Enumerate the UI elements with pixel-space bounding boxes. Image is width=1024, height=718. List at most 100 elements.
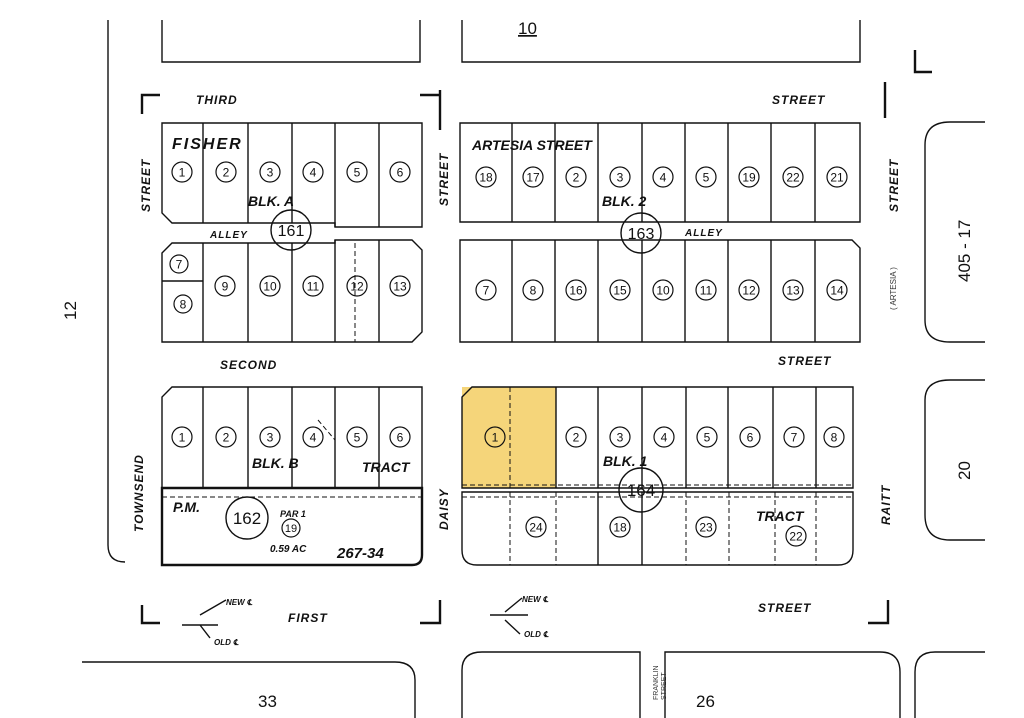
map-number-right-top: 405 - 17 [955,220,974,282]
svg-text:4: 4 [660,170,667,184]
svg-text:10: 10 [656,283,670,297]
lot-2-2[interactable]: 2 [565,166,587,188]
lot-1-5[interactable]: 5 [696,426,718,448]
lot-b-4[interactable]: 4 [302,426,324,448]
svg-text:9: 9 [222,279,229,293]
lot-2-3[interactable]: 3 [609,166,631,188]
svg-text:1: 1 [492,430,499,444]
lot-2-19[interactable]: 19 [738,166,760,188]
lot-b-1[interactable]: 1 [171,426,193,448]
lot-2-12[interactable]: 12 [738,279,760,301]
page-164[interactable]: 164 [618,467,664,513]
lot-2-16[interactable]: 16 [565,279,587,301]
lot-1-2[interactable]: 2 [565,426,587,448]
lot-1-18[interactable]: 18 [609,516,631,538]
lot-b-2[interactable]: 2 [215,426,237,448]
lot-a-8[interactable]: 8 [173,294,193,314]
lot-1-23[interactable]: 23 [695,516,717,538]
lot-2-8[interactable]: 8 [522,279,544,301]
svg-text:11: 11 [307,279,320,293]
lot-2-4[interactable]: 4 [652,166,674,188]
svg-text:164: 164 [627,481,655,500]
lot-a-6[interactable]: 6 [389,161,411,183]
lot-1-4[interactable]: 4 [653,426,675,448]
svg-text:18: 18 [479,170,493,184]
street-first-suffix: STREET [758,601,812,615]
lot-a-12[interactable]: 12 [346,275,368,297]
svg-text:4: 4 [310,430,317,444]
svg-text:5: 5 [354,430,361,444]
lot-2-15[interactable]: 15 [609,279,631,301]
lot-1-22[interactable]: 22 [785,525,807,547]
lot-2-7[interactable]: 7 [475,279,497,301]
block-b [160,386,424,567]
svg-text:24: 24 [529,520,543,534]
block-1 [461,386,854,566]
svg-text:2: 2 [223,430,230,444]
map-number-right-bottom: 20 [955,461,974,480]
lot-a-13[interactable]: 13 [389,275,411,297]
lot-2-5[interactable]: 5 [695,166,717,188]
lot-b-5[interactable]: 5 [346,426,368,448]
svg-text:14: 14 [830,283,844,297]
par-label: PAR 1 [280,509,306,519]
lot-a-3[interactable]: 3 [259,161,281,183]
page-163[interactable]: 163 [620,212,662,254]
svg-text:7: 7 [791,430,798,444]
svg-text:10: 10 [263,279,277,293]
alley-a: ALLEY [209,230,248,241]
svg-text:7: 7 [483,283,490,297]
lot-1-24[interactable]: 24 [525,516,547,538]
lot-2-14[interactable]: 14 [826,279,848,301]
lot-2-21[interactable]: 21 [826,166,848,188]
lot-2-11[interactable]: 11 [695,279,717,301]
svg-text:6: 6 [397,165,404,179]
lot-2-22[interactable]: 22 [782,166,804,188]
lot-a-11[interactable]: 11 [302,275,324,297]
centerline-markers: NEW ℄ OLD ℄ NEW ℄ OLD ℄ [182,595,549,647]
lot-1-3[interactable]: 3 [609,426,631,448]
lot-1-8[interactable]: 8 [823,426,845,448]
alley-2: ALLEY [684,228,723,239]
page-161[interactable]: 161 [270,209,312,251]
svg-text:6: 6 [397,430,404,444]
lot-b-3[interactable]: 3 [259,426,281,448]
street-left: STREET [139,158,153,212]
lot-1-6[interactable]: 6 [739,426,761,448]
block-2 [459,122,861,343]
svg-text:21: 21 [830,170,844,184]
page-162[interactable]: 162 [225,496,269,540]
block-a [161,122,423,343]
lot-a-2[interactable]: 2 [215,161,237,183]
lot-1-7[interactable]: 7 [783,426,805,448]
lot-a-7[interactable]: 7 [169,254,189,274]
svg-text:13: 13 [786,283,800,297]
lot-a-1[interactable]: 1 [171,161,193,183]
map-number-bottom-right: 26 [696,692,715,711]
svg-text:8: 8 [530,283,537,297]
svg-text:17: 17 [526,170,540,184]
lot-a-5[interactable]: 5 [346,161,368,183]
lot-2-17[interactable]: 17 [522,166,544,188]
block-1-label: BLK. 1 [603,453,648,469]
svg-text:5: 5 [703,170,710,184]
street-second-suffix: STREET [778,354,832,368]
lot-2-18[interactable]: 18 [475,166,497,188]
lot-a-10[interactable]: 10 [259,275,281,297]
svg-text:5: 5 [354,165,361,179]
svg-text:NEW ℄: NEW ℄ [226,598,253,607]
lot-1-1[interactable]: 1 [484,426,506,448]
lot-a-4[interactable]: 4 [302,161,324,183]
highlighted-parcel[interactable] [462,387,556,488]
lot-b-19[interactable]: 19 [281,518,301,538]
lot-2-10[interactable]: 10 [652,279,674,301]
lot-a-9[interactable]: 9 [214,275,236,297]
pm-reference: 267-34 [336,545,384,562]
svg-text:162: 162 [233,509,261,528]
tract-artesia: ARTESIA STREET [471,137,593,153]
lot-b-6[interactable]: 6 [389,426,411,448]
street-townsend: TOWNSEND [132,454,146,532]
street-artesia: ( ARTESIA ) [889,267,898,310]
lot-2-13[interactable]: 13 [782,279,804,301]
